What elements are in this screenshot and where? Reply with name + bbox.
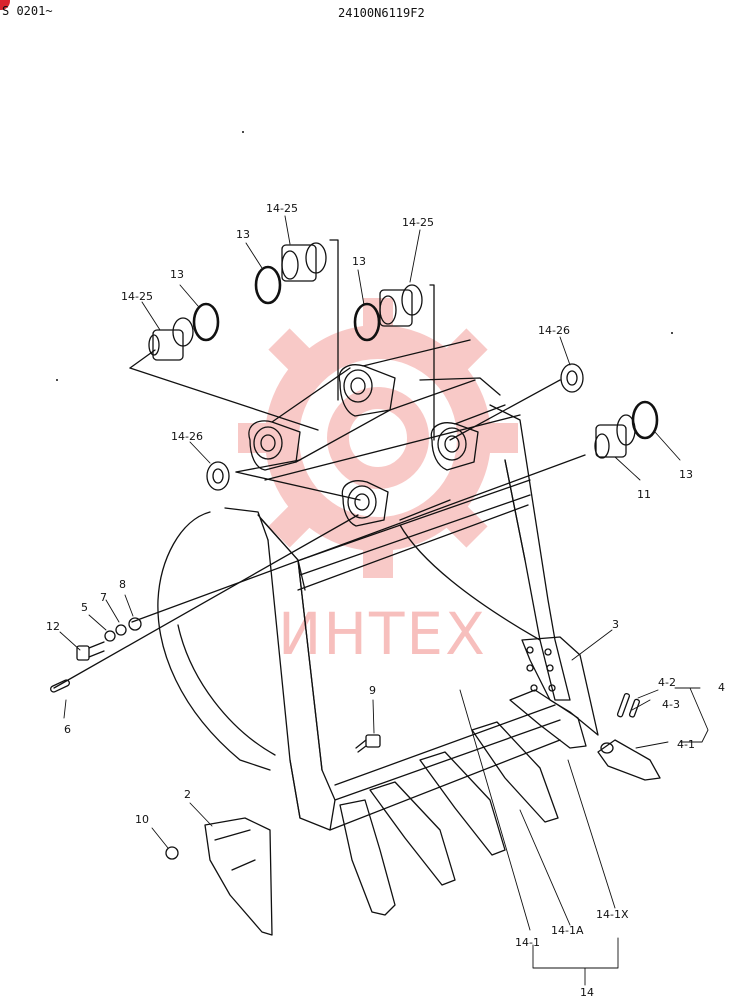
watermark-text: ИНТЕХ — [278, 600, 487, 668]
nut-8 — [128, 617, 142, 631]
label-14-25: 14-25 — [266, 202, 298, 215]
label-10: 10 — [135, 813, 149, 826]
o-ring-13-c — [353, 302, 381, 342]
label-3: 3 — [612, 618, 619, 631]
washer-5 — [104, 630, 116, 642]
drawing-number: 24100N6119F2 — [338, 6, 425, 20]
tooth-3 — [419, 751, 506, 856]
label-13: 13 — [679, 468, 693, 481]
label-14-25: 14-25 — [121, 290, 153, 303]
washer-7 — [115, 624, 127, 636]
boss-lower-left — [341, 480, 389, 527]
serial-range: S 0201~ — [2, 4, 53, 18]
label-4-3: 4-3 — [662, 698, 680, 711]
pin-14-25-right — [379, 284, 423, 327]
label-11: 11 — [637, 488, 651, 501]
boss-upper-right — [338, 364, 396, 417]
tooth-2 — [369, 781, 456, 886]
label-14-1: 14-1 — [515, 936, 540, 949]
label-14: 14 — [580, 986, 594, 999]
tooth-4-1 — [597, 739, 661, 781]
pin-4-2 — [616, 692, 631, 718]
tooth-5 — [509, 689, 587, 749]
washer-14-26-left — [206, 461, 230, 491]
label-14-1A: 14-1A — [551, 924, 584, 937]
pin-6 — [50, 679, 70, 693]
callout-labels: 14-25 14-25 14-25 13 13 13 13 14-26 14-2… — [46, 202, 725, 999]
label-4-2: 4-2 — [658, 676, 676, 689]
boss-upper-left — [248, 420, 301, 471]
label-5: 5 — [81, 601, 88, 614]
label-13: 13 — [236, 228, 250, 241]
tooth-4 — [471, 721, 559, 823]
label-2: 2 — [184, 788, 191, 801]
washer-14-26-right — [560, 363, 584, 393]
o-ring-13-b — [254, 265, 282, 305]
tooth-1 — [339, 799, 396, 916]
side-cutter-2 — [204, 817, 273, 936]
label-12: 12 — [46, 620, 60, 633]
label-13: 13 — [352, 255, 366, 268]
nut-10 — [165, 846, 179, 860]
o-ring-13-d — [631, 400, 659, 440]
pin-4-3 — [628, 698, 640, 718]
boss-lower-right — [430, 422, 479, 471]
bucket-shell — [157, 404, 571, 831]
pin-11 — [594, 414, 636, 459]
label-13: 13 — [170, 268, 184, 281]
label-4-1: 4-1 — [677, 738, 695, 751]
label-14-26: 14-26 — [171, 430, 203, 443]
bolt-12 — [76, 641, 105, 661]
pin-14-25-left — [148, 317, 194, 361]
pin-14-25-mid — [281, 242, 327, 282]
label-14-25: 14-25 — [402, 216, 434, 229]
label-9: 9 — [369, 684, 376, 697]
corner-badge-icon — [0, 0, 10, 10]
bolt-9 — [355, 734, 381, 753]
label-4: 4 — [718, 681, 725, 694]
label-14-26: 14-26 — [538, 324, 570, 337]
label-8: 8 — [119, 578, 126, 591]
label-7: 7 — [100, 591, 107, 604]
label-14-1X: 14-1X — [596, 908, 629, 921]
label-6: 6 — [64, 723, 71, 736]
o-ring-13-a — [192, 302, 220, 342]
